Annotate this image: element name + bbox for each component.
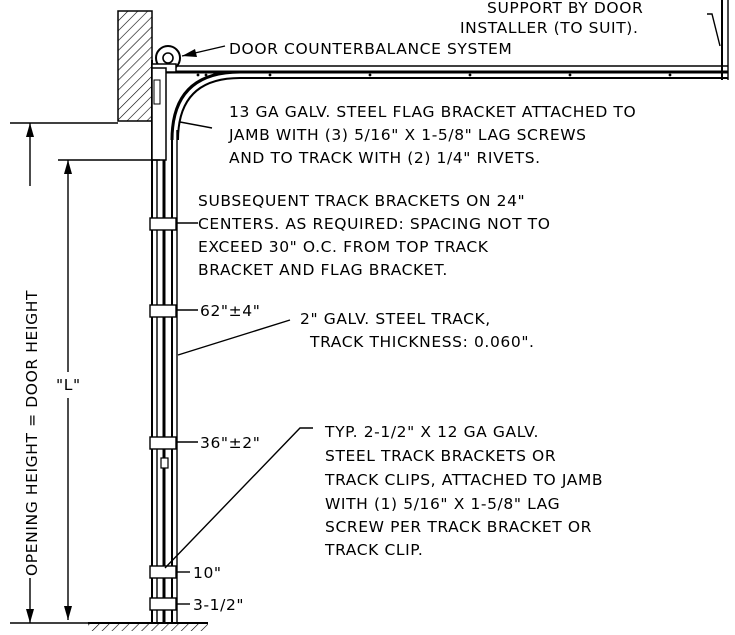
typ-bracket-line5: SCREW PER TRACK BRACKET OR (325, 518, 592, 536)
dim-36-label: 36"±2" (200, 434, 260, 452)
subsequent-brackets-line2: CENTERS. AS REQUIRED: SPACING NOT TO (198, 215, 551, 233)
dim-10-label: 10" (193, 564, 222, 582)
track-rivets (196, 73, 672, 77)
leader-lines (164, 13, 721, 605)
wall-header (117, 10, 153, 122)
subsequent-brackets-line4: BRACKET AND FLAG BRACKET. (198, 261, 448, 279)
typ-bracket-line4: WITH (1) 5/16" X 1-5/8" LAG (325, 495, 560, 513)
rear-support (721, 0, 729, 80)
l-dimension (58, 159, 160, 620)
track-label-line2: TRACK THICKNESS: 0.060". (309, 333, 535, 351)
typ-bracket-line2: STEEL TRACK BRACKETS OR (325, 447, 556, 465)
flag-bracket (151, 67, 167, 161)
flag-bracket-label-line2: JAMB WITH (3) 5/16" X 1-5/8" LAG SCREWS (228, 126, 587, 144)
l-dim-label: "L" (56, 376, 81, 394)
typ-bracket-line6: TRACK CLIP. (324, 541, 423, 559)
counterbalance-label: DOOR COUNTERBALANCE SYSTEM (229, 40, 512, 58)
flag-bracket-label-line3: AND TO TRACK WITH (2) 1/4" RIVETS. (229, 149, 541, 167)
track-brackets (149, 217, 177, 611)
typ-bracket-line3: TRACK CLIPS, ATTACHED TO JAMB (324, 471, 603, 489)
typ-bracket-line1: TYP. 2-1/2" X 12 GA GALV. (324, 423, 539, 441)
vertical-track (162, 88, 178, 623)
track-label-line1: 2" GALV. STEEL TRACK, (300, 310, 491, 328)
subsequent-brackets-line3: EXCEED 30" O.C. FROM TOP TRACK (198, 238, 489, 256)
flag-bracket-label-line1: 13 GA GALV. STEEL FLAG BRACKET ATTACHED … (229, 103, 636, 121)
subsequent-brackets-line1: SUBSEQUENT TRACK BRACKETS ON 24" (198, 192, 525, 210)
dim-62-label: 62"±4" (200, 302, 260, 320)
floor-hatch (88, 622, 208, 631)
support-label-line1: SUPPORT BY DOOR (487, 0, 643, 17)
support-label-line2: INSTALLER (TO SUIT). (460, 19, 638, 37)
opening-height-dimension (10, 122, 118, 624)
dim-3-1-2-label: 3-1/2" (193, 596, 244, 614)
opening-height-label: OPENING HEIGHT = DOOR HEIGHT (23, 290, 41, 576)
horizontal-track (160, 65, 728, 79)
